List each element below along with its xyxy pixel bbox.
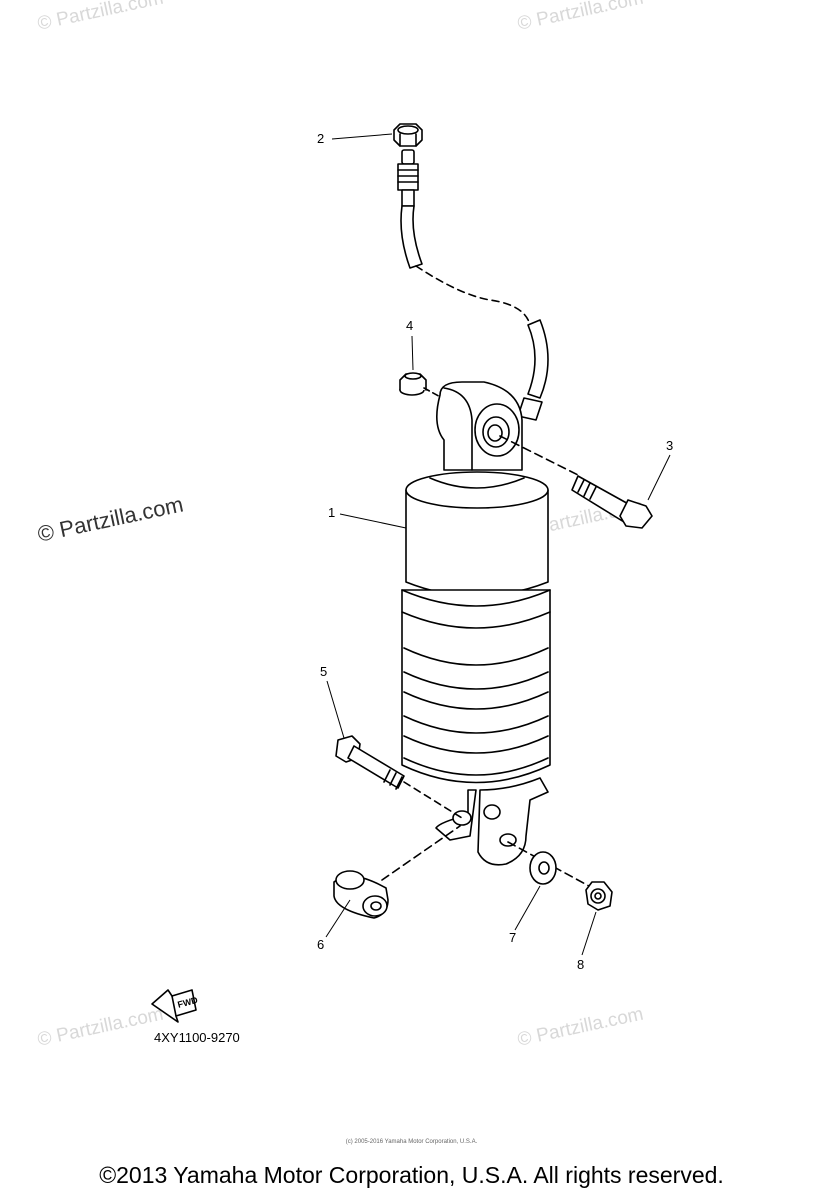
- lower-clevis: [435, 777, 549, 866]
- bolt-part-5: [335, 735, 405, 790]
- bolt-5-route-line: [403, 781, 463, 819]
- leader-line-5: [326, 680, 345, 739]
- leader-line-1: [339, 513, 407, 529]
- hose-route-line: [415, 265, 531, 326]
- callout-8: 8: [577, 957, 585, 972]
- bolt-part-3: [571, 475, 653, 529]
- flange-nut-part-4: [399, 372, 427, 396]
- bolt-3-route-line: [499, 435, 581, 477]
- hose-lower: [527, 319, 549, 399]
- nut-part-2: [393, 123, 423, 147]
- leader-line-7: [514, 885, 541, 931]
- collar-part-6: [333, 870, 389, 919]
- leader-line-3: [647, 454, 671, 501]
- callout-5: 5: [320, 664, 328, 679]
- leader-line-8: [581, 911, 597, 956]
- callout-3: 3: [666, 438, 674, 453]
- tiny-copyright: (c) 2005-2016 Yamaha Motor Corporation, …: [345, 1139, 478, 1145]
- callout-6: 6: [317, 937, 325, 952]
- callout-4: 4: [406, 318, 414, 333]
- upper-mount-eye: [436, 381, 523, 471]
- flange-nut-part-8: [585, 881, 613, 911]
- callout-2: 2: [317, 131, 325, 146]
- copyright-notice: ©2013 Yamaha Motor Corporation, U.S.A. A…: [99, 1162, 724, 1188]
- diagram-code: 4XY1100-9270: [154, 1030, 240, 1045]
- hose-fitting: [397, 149, 423, 269]
- leader-line-4: [411, 335, 414, 371]
- collar-6-route-line: [381, 825, 461, 881]
- callout-1: 1: [328, 505, 336, 520]
- leader-line-2: [331, 133, 393, 140]
- washer-part-7: [529, 851, 557, 885]
- fwd-arrow-icon: [151, 989, 197, 1023]
- leader-line-6: [325, 899, 351, 938]
- shock-absorber-part-1: [401, 471, 551, 784]
- callout-7: 7: [509, 930, 517, 945]
